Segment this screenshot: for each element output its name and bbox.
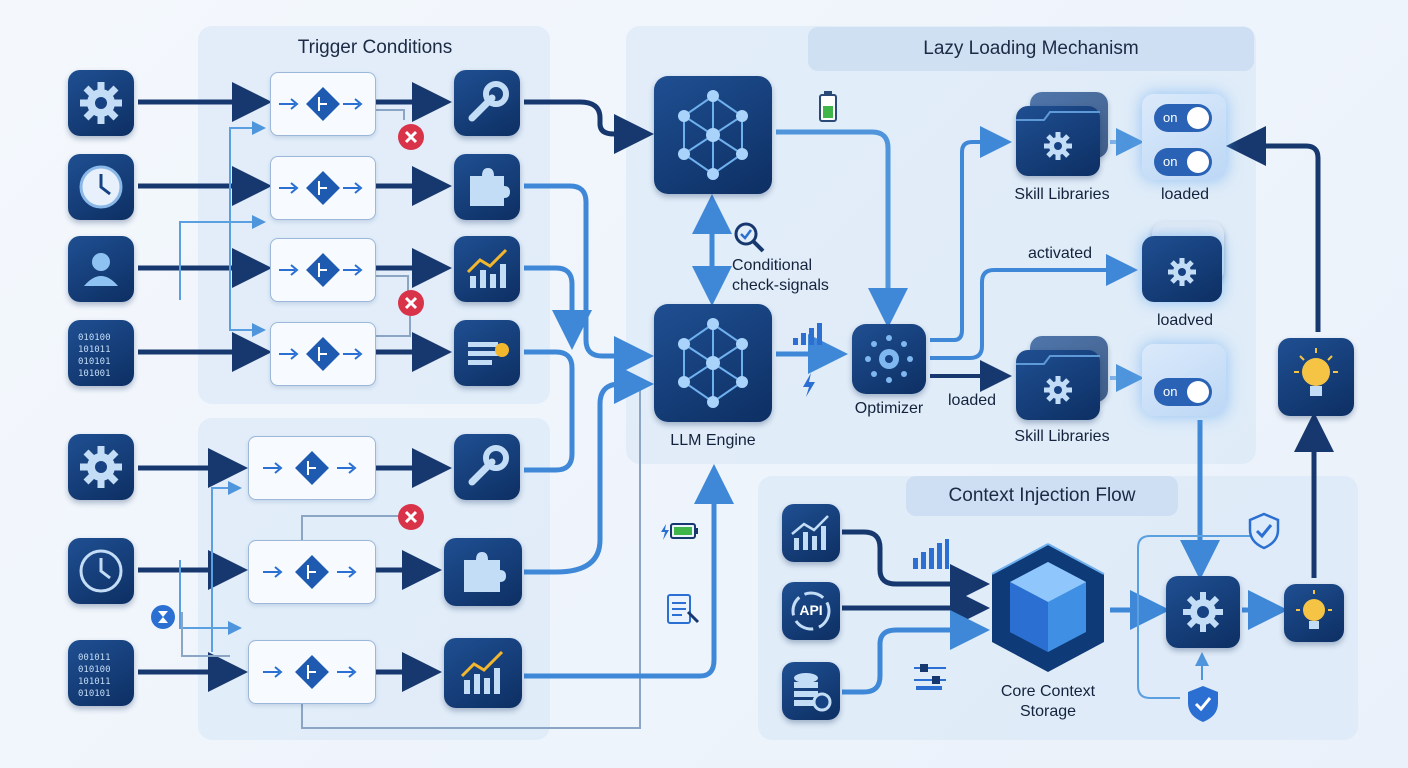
storage-label: Storage — [1019, 703, 1077, 720]
clock-icon — [68, 154, 134, 220]
skill-library-folder-icon — [1016, 106, 1100, 176]
gear-icon — [68, 70, 134, 136]
settings-sliders-icon — [912, 660, 948, 692]
skill-toggle-on[interactable]: on — [1154, 378, 1212, 406]
loaded-label: loaded — [948, 392, 997, 409]
list-icon — [454, 320, 520, 386]
binary-data-icon: 001011 010100 101011 010101 — [68, 640, 134, 706]
clock-icon — [68, 538, 134, 604]
optimizer-icon — [852, 324, 926, 394]
optimizer-label: Optimizer — [854, 400, 924, 417]
lightbulb-icon — [1284, 584, 1344, 642]
activated-skill-folder-icon — [1142, 236, 1222, 302]
battery-icon — [818, 90, 838, 122]
skill-toggle-on[interactable]: on — [1154, 104, 1212, 132]
magnifier-icon — [732, 220, 766, 254]
svg-text:101001: 101001 — [78, 369, 111, 379]
gear-icon — [68, 434, 134, 500]
error-x-icon — [396, 502, 426, 532]
activated-label: activated — [1028, 245, 1093, 262]
wrench-icon — [454, 70, 520, 136]
api-label: API — [799, 602, 823, 618]
binary-data-icon: 010100 101011 010101 101001 — [68, 320, 134, 386]
loadved-label: loadved — [1156, 312, 1214, 329]
trigger-conditions-title: Trigger Conditions — [297, 37, 453, 58]
llm-engine-label: LLM Engine — [670, 432, 756, 449]
condition-gate — [270, 156, 376, 220]
loaded-label: loaded — [1160, 186, 1210, 203]
document-icon — [666, 594, 700, 626]
signal-bars-icon — [912, 538, 950, 570]
llm-network-icon — [654, 76, 772, 194]
condition-gate — [270, 238, 376, 302]
svg-text:010100: 010100 — [78, 333, 111, 343]
svg-text:101011: 101011 — [78, 345, 111, 355]
skill-libraries-label: Skill Libraries — [1014, 428, 1110, 445]
toggle-label: on — [1163, 154, 1178, 169]
user-icon — [68, 236, 134, 302]
chart-icon — [454, 236, 520, 302]
chart-icon — [444, 638, 522, 708]
shield-check-icon — [1186, 684, 1220, 724]
skill-libraries-label: Skill Libraries — [1014, 186, 1110, 203]
error-x-icon — [396, 122, 426, 152]
shield-check-icon — [1248, 512, 1280, 550]
llm-engine-icon — [654, 304, 772, 422]
skill-library-folder-icon — [1016, 350, 1100, 420]
svg-text:010101: 010101 — [78, 357, 111, 367]
conditional-label: Conditional — [732, 257, 813, 274]
lightbulb-icon — [1278, 338, 1354, 416]
puzzle-icon — [444, 538, 522, 606]
context-injection-title: Context Injection Flow — [906, 476, 1178, 516]
condition-gate — [248, 540, 376, 604]
signal-bars-icon — [792, 322, 824, 346]
error-x-icon — [396, 288, 426, 318]
chart-icon — [782, 504, 840, 562]
condition-gate — [248, 436, 376, 500]
condition-gate — [270, 322, 376, 386]
api-icon: API — [782, 582, 840, 640]
svg-text:001011: 001011 — [78, 653, 111, 663]
check-signals-label: check-signals — [732, 277, 829, 294]
lazy-loading-title: Lazy Loading Mechanism — [808, 27, 1254, 71]
database-settings-icon — [782, 662, 840, 720]
skill-toggle-on[interactable]: on — [1154, 148, 1212, 176]
svg-text:101011: 101011 — [78, 677, 111, 687]
toggle-label: on — [1163, 110, 1178, 125]
settings-gear-icon — [1166, 576, 1240, 648]
condition-gate — [270, 72, 376, 136]
puzzle-icon — [454, 154, 520, 220]
svg-text:010100: 010100 — [78, 665, 111, 675]
core-context-cube-icon — [986, 540, 1110, 676]
hourglass-icon — [150, 604, 176, 630]
toggle-label: on — [1163, 384, 1178, 399]
battery-icon — [660, 520, 700, 542]
wrench-icon — [454, 434, 520, 500]
lightning-icon — [800, 372, 818, 398]
svg-text:010101: 010101 — [78, 689, 111, 699]
core-context-label: Core Context — [1000, 683, 1096, 700]
condition-gate — [248, 640, 376, 704]
